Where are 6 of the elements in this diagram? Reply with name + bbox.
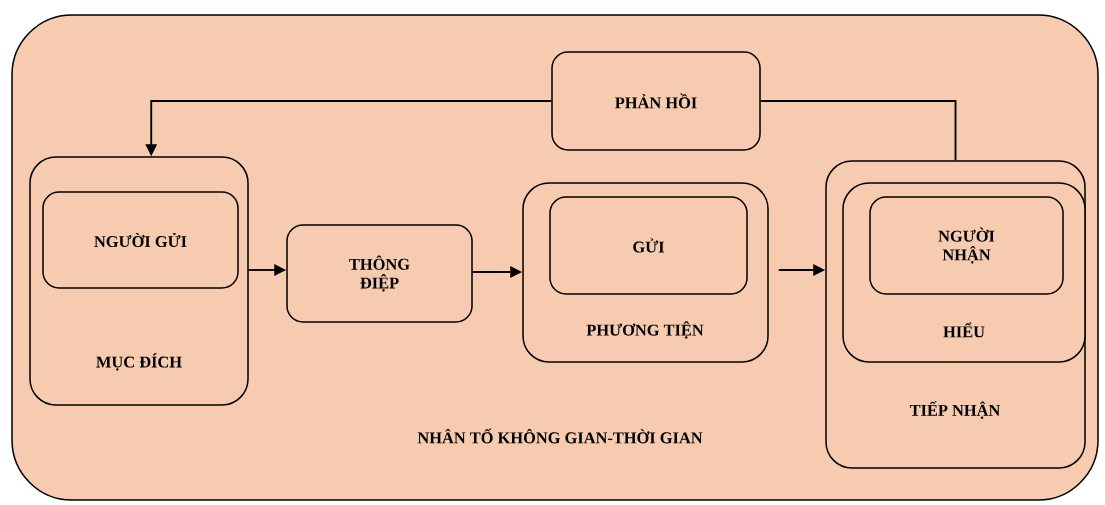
receiver-box: NGƯỜI NHẬN (869, 196, 1064, 295)
sender-box: NGƯỜI GỬI (42, 191, 239, 289)
send-box: GỬI (549, 196, 748, 295)
message-box: THÔNG ĐIỆP (286, 224, 473, 323)
connector-line (759, 100, 957, 162)
feedback-box: PHẢN HỒI (551, 51, 761, 151)
